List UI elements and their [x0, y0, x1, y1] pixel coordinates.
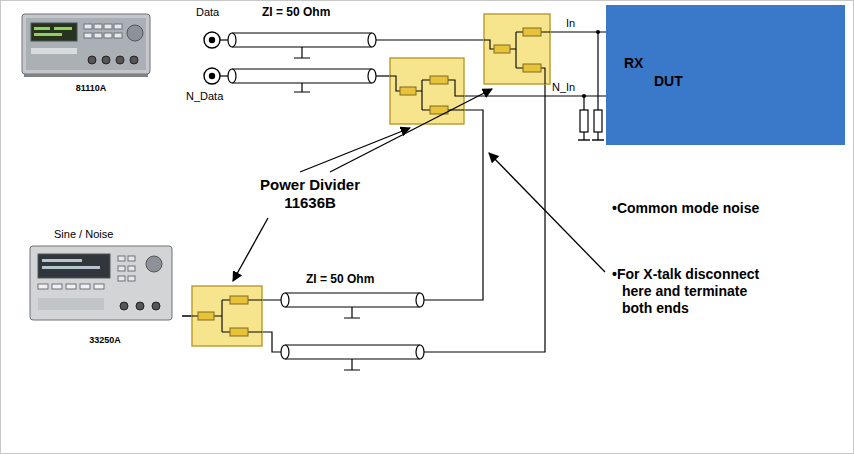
- power-divider: [192, 286, 262, 346]
- part-name: Power Divider 11636B: [248, 176, 372, 212]
- signal-name: Data: [196, 6, 219, 19]
- note: •For X-talk disconnect here and terminat…: [612, 266, 760, 316]
- ground-symbol: [578, 139, 604, 140]
- note: •Common mode noise: [612, 200, 760, 217]
- instrument-node: 33250A: [28, 244, 182, 347]
- resistor-symbol: [580, 110, 602, 132]
- function-generator-picture: [30, 246, 172, 320]
- instrument-label: 81110A: [20, 83, 162, 94]
- signal-wire: [182, 96, 606, 316]
- impedance-label: ZI = 50 Ohm: [262, 5, 330, 19]
- leader-arrow: [233, 89, 605, 281]
- port-label: RX: [624, 55, 643, 72]
- pin-name: In: [566, 17, 575, 30]
- dut-box: RX DUT: [606, 5, 845, 145]
- power-divider: [484, 14, 550, 84]
- junction-dot: [596, 30, 600, 34]
- junction-dot: [582, 94, 586, 98]
- instrument-label: 33250A: [28, 335, 182, 346]
- impedance-label: ZI = 50 Ohm: [306, 272, 374, 286]
- signal-name: N_Data: [186, 90, 223, 103]
- pulse-generator-picture: [22, 14, 150, 77]
- signal-name: Sine / Noise: [54, 228, 113, 241]
- instrument-node: 81110A: [20, 12, 162, 95]
- bnc-connector: [204, 32, 220, 84]
- pin-name: N_In: [552, 81, 575, 94]
- box-title: DUT: [654, 73, 683, 90]
- power-divider: [390, 58, 464, 124]
